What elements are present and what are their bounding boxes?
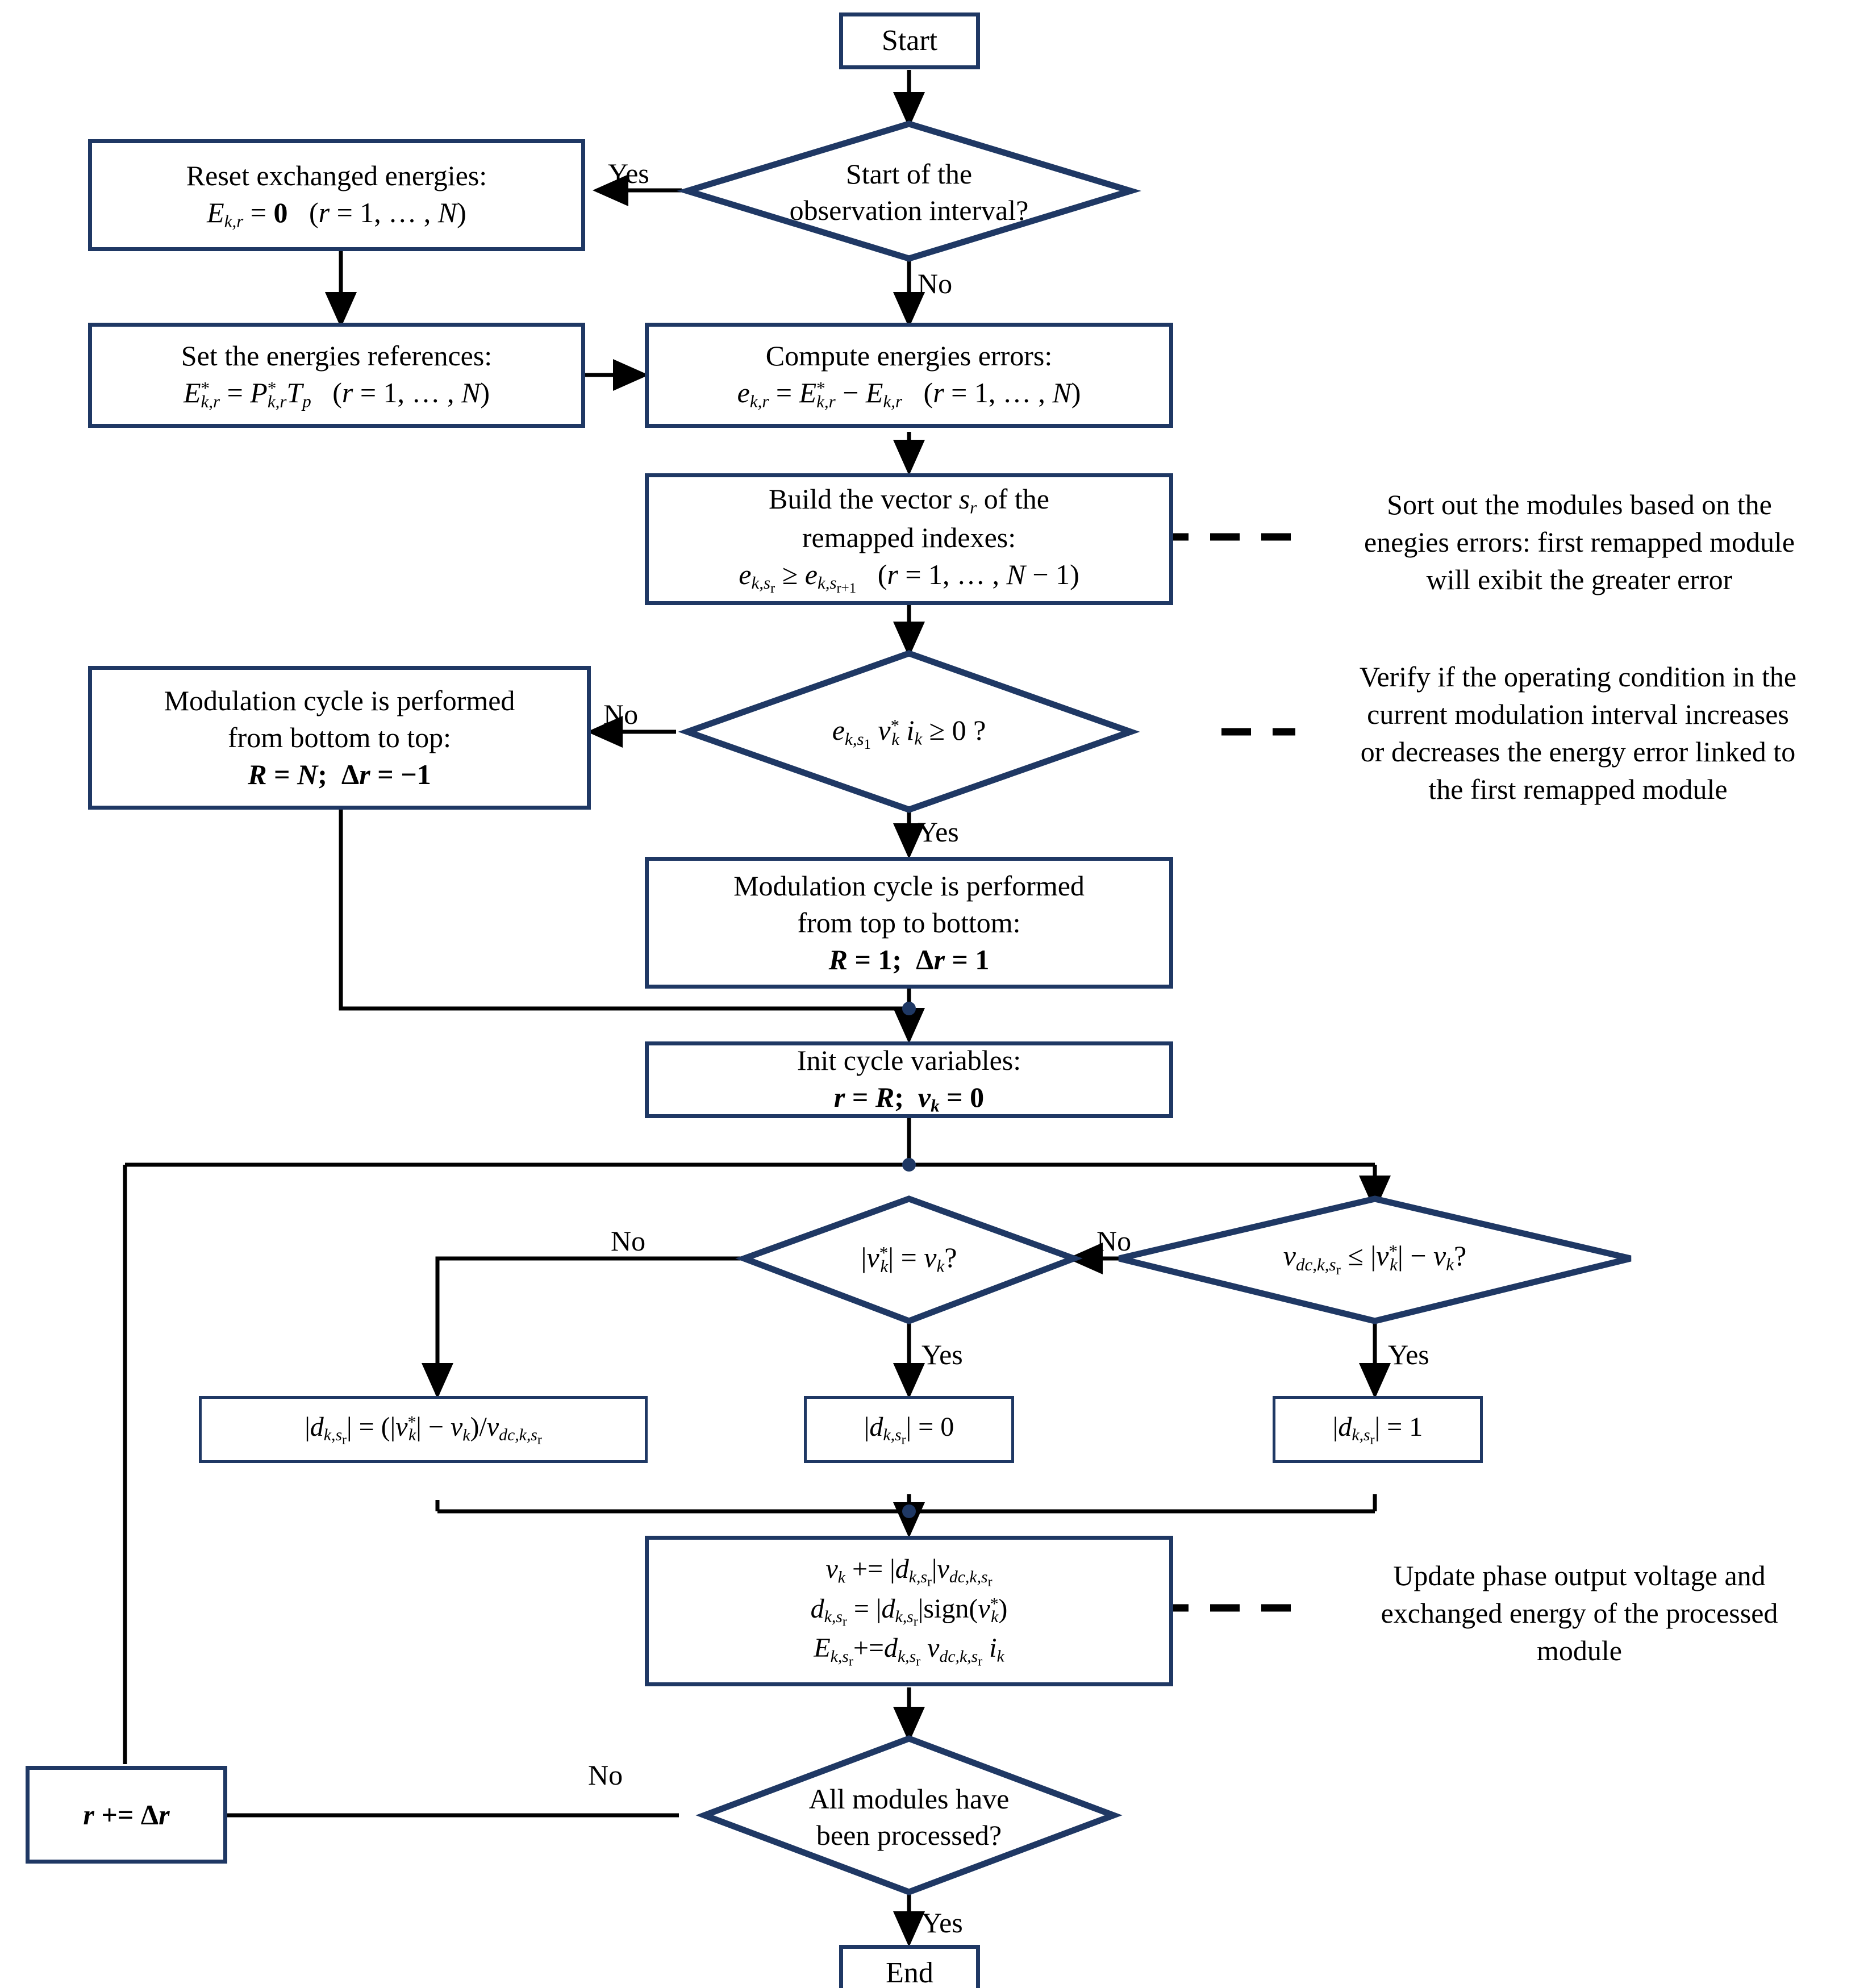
junction-dot-trunk <box>902 1002 916 1015</box>
annotation-sort-line3: will exibit the greater error <box>1426 564 1733 595</box>
node-compute-errors[interactable]: Compute energies errors: ek,r = E*k,r − … <box>645 323 1173 428</box>
diamond-vk-equal <box>735 1195 1083 1324</box>
node-decision-vk-equal[interactable]: |v*k| = vk? <box>784 1236 1034 1281</box>
cycle-top-bottom-line2: from top to bottom: <box>797 906 1021 939</box>
d-partial-expr: |dk,sr| = (|v*k| − vk)/vdc,k,sr <box>305 1412 542 1448</box>
d-zero-expr: |dk,sr| = 0 <box>864 1412 954 1448</box>
edge-label-no-vdc: No <box>1096 1225 1132 1257</box>
edge-label-yes-all-done: Yes <box>922 1907 963 1939</box>
node-reset-energies[interactable]: Reset exchanged energies: Ek,r = 0 (r = … <box>88 139 585 251</box>
node-start-label: Start <box>881 24 938 57</box>
cycle-top-bottom-line3: R = 1; Δr = 1 <box>828 943 990 976</box>
node-decision-sign[interactable]: ek,s1 v*k ik ≥ 0 ? <box>733 710 1085 756</box>
annotation-sort-modules: Sort out the modules based on the enegie… <box>1307 486 1852 598</box>
build-vector-line3: ek,sr ≥ ek,sr+1 (r = 1, … , N − 1) <box>739 558 1079 597</box>
increment-r-expr: r += Δr <box>83 1798 170 1831</box>
node-init-cycle[interactable]: Init cycle variables: r = R; vk = 0 <box>645 1041 1173 1118</box>
decision-all-done-line2: been processed? <box>816 1819 1002 1851</box>
edge-label-no-sign: No <box>603 698 639 730</box>
decision-vk-equal-expr: |v*k| = vk? <box>861 1241 957 1276</box>
node-decision-vdc-le[interactable]: vdc,k,sr ≤ |v*k| − vk? <box>1170 1236 1579 1281</box>
init-cycle-line2: r = R; vk = 0 <box>833 1081 985 1116</box>
edge-label-yes-start-interval: Yes <box>608 157 649 189</box>
node-start[interactable]: Start <box>839 12 980 69</box>
annotation-verify-line3: or decreases the energy error linked to <box>1360 736 1796 768</box>
reset-energies-line2: Ek,r = 0 (r = 1, … , N) <box>207 197 466 231</box>
set-references-line2: E*k,r = P*k,rTp (r = 1, … , N) <box>183 377 490 411</box>
diamond-vdc-le <box>1118 1195 1632 1324</box>
reset-energies-line1: Reset exchanged energies: <box>186 160 487 192</box>
annotation-update-line1: Update phase output voltage and <box>1393 1560 1766 1591</box>
annotation-sort-line1: Sort out the modules based on the <box>1387 489 1772 520</box>
node-set-references[interactable]: Set the energies references: E*k,r = P*k… <box>88 323 585 428</box>
node-d-one[interactable]: |dk,sr| = 1 <box>1273 1396 1483 1463</box>
node-decision-start-interval[interactable]: Start of the observation interval? <box>716 142 1102 241</box>
compute-errors-line1: Compute energies errors: <box>765 340 1053 372</box>
annotation-update-phase: Update phase output voltage and exchange… <box>1312 1557 1846 1669</box>
node-d-zero[interactable]: |dk,sr| = 0 <box>804 1396 1014 1463</box>
edge-label-yes-vk-equal: Yes <box>922 1339 963 1370</box>
diamond-start-of-interval <box>677 120 1141 262</box>
node-end-label: End <box>886 1957 933 1988</box>
cycle-top-bottom-line1: Modulation cycle is performed <box>733 869 1085 902</box>
node-d-partial[interactable]: |dk,sr| = (|v*k| − vk)/vdc,k,sr <box>199 1396 648 1463</box>
cycle-bottom-top-line3: R = N; Δr = −1 <box>248 758 431 790</box>
edge-label-no-start-interval: No <box>918 268 953 299</box>
annotation-verify-condition: Verify if the operating condition in the… <box>1301 658 1855 808</box>
node-decision-all-done[interactable]: All modules have been processed? <box>739 1776 1079 1858</box>
compute-errors-line2: ek,r = E*k,r − Ek,r (r = 1, … , N) <box>737 377 1081 411</box>
node-cycle-top-bottom[interactable]: Modulation cycle is performed from top t… <box>645 857 1173 989</box>
node-cycle-bottom-top[interactable]: Modulation cycle is performed from botto… <box>88 666 591 810</box>
cycle-bottom-top-line2: from bottom to top: <box>227 722 452 753</box>
diamond-sign-check <box>678 650 1140 813</box>
junction-dot-loop-bus <box>902 1158 916 1172</box>
edge-label-yes-vdc: Yes <box>1388 1339 1429 1370</box>
edge-label-yes-sign: Yes <box>918 816 959 848</box>
diamond-all-modules-done <box>695 1735 1123 1895</box>
decision-sign-expr: ek,s1 v*k ik ≥ 0 ? <box>832 714 986 752</box>
annotation-verify-line1: Verify if the operating condition in the <box>1359 661 1797 693</box>
set-references-line1: Set the energies references: <box>181 340 493 372</box>
node-increment-r[interactable]: r += Δr <box>26 1766 227 1864</box>
junction-dot-merge <box>902 1504 916 1518</box>
annotation-update-line2: exchanged energy of the processed <box>1381 1597 1778 1629</box>
node-update-block[interactable]: vk += |dk,sr|vdc,k,sr dk,sr = |dk,sr|sig… <box>645 1536 1173 1686</box>
annotation-verify-line4: the first remapped module <box>1428 773 1728 805</box>
build-vector-line2: remapped indexes: <box>802 521 1016 553</box>
annotation-sort-line2: enegies errors: first remapped module <box>1364 526 1795 558</box>
edge-label-no-all-done: No <box>588 1759 623 1791</box>
update-line1: vk += |dk,sr|vdc,k,sr <box>825 1553 993 1590</box>
node-end[interactable]: End <box>839 1945 980 1988</box>
init-cycle-line1: Init cycle variables: <box>797 1044 1021 1077</box>
decision-start-interval-line2: observation interval? <box>789 194 1029 226</box>
annotation-verify-line2: current modulation interval increases <box>1367 698 1789 730</box>
decision-all-done-line1: All modules have <box>808 1782 1010 1815</box>
update-line3: Ek,sr+=dk,sr vdc,k,sr ik <box>814 1633 1004 1669</box>
decision-vdc-le-expr: vdc,k,sr ≤ |v*k| − vk? <box>1283 1240 1467 1278</box>
decision-start-interval-line1: Start of the <box>845 157 973 190</box>
cycle-bottom-top-line1: Modulation cycle is performed <box>164 685 515 716</box>
build-vector-line1: Build the vector sr of the <box>769 482 1049 518</box>
node-build-vector[interactable]: Build the vector sr of the remapped inde… <box>645 473 1173 605</box>
annotation-update-line3: module <box>1537 1635 1622 1666</box>
update-line2: dk,sr = |dk,sr|sign(v*k) <box>810 1593 1008 1629</box>
edge-label-no-vk-equal: No <box>611 1225 646 1257</box>
d-one-expr: |dk,sr| = 1 <box>1332 1412 1423 1448</box>
edge-vk-no-to-dpartial <box>422 1256 750 1399</box>
